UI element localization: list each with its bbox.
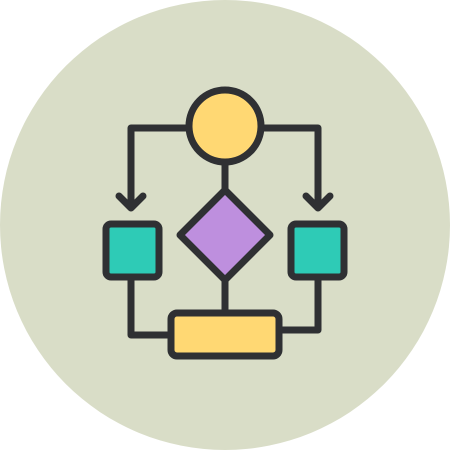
connector-left-to-end — [127, 273, 175, 339]
arrowhead-left-icon — [115, 192, 147, 212]
process-node-left — [102, 220, 163, 281]
decision-node — [176, 186, 274, 284]
process-node-right — [287, 220, 348, 281]
arrowhead-right-icon — [302, 192, 334, 212]
connector-lines — [115, 124, 334, 339]
connector-right-to-end — [276, 273, 322, 334]
connector-right-branch — [256, 124, 322, 209]
start-node — [185, 86, 265, 166]
end-node — [167, 309, 283, 360]
connector-left-branch — [127, 124, 194, 209]
